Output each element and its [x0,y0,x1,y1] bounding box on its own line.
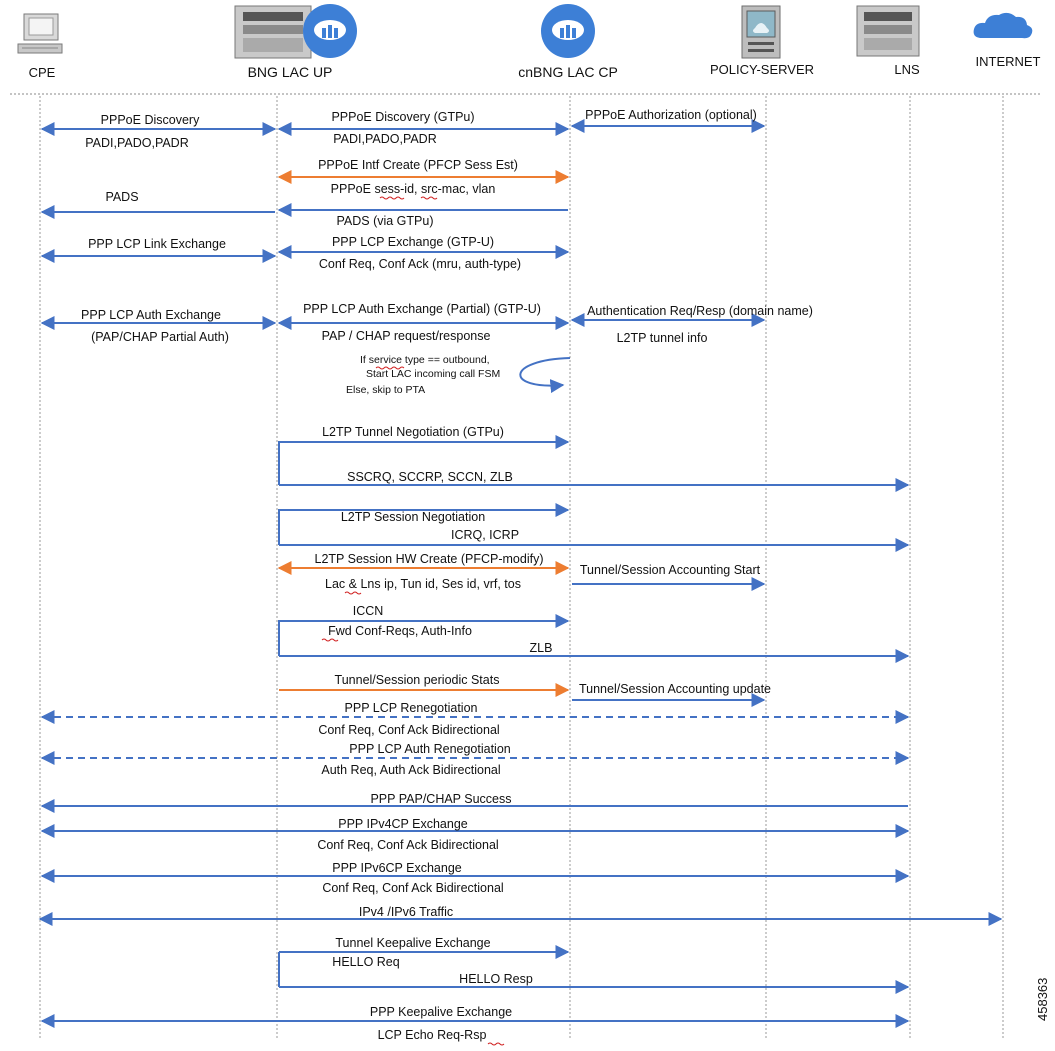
msg-hello-resp-label: HELLO Resp [459,972,533,986]
msg-lcp-auth-exchange-sublabel: (PAP/CHAP Partial Auth) [91,330,229,344]
msg-accounting-update-label: Tunnel/Session Accounting update [579,682,771,696]
msg-pppoe-intf-create-sublabel: PPPoE sess-id, src-mac, vlan [331,182,496,196]
msg-lcp-exchange-gtpu-sublabel: Conf Req, Conf Ack (mru, auth-type) [319,257,521,271]
msg-lcp-auth-renegotiation-sublabel: Auth Req, Auth Ack Bidirectional [321,763,500,777]
msg-lcp-renegotiation-sublabel: Conf Req, Conf Ack Bidirectional [318,723,499,737]
actor-label-internet: INTERNET [976,54,1041,69]
actor-label-policy: POLICY-SERVER [710,62,814,77]
msg-iccn-sublabel: Fwd Conf-Reqs, Auth-Info [328,624,472,638]
msg-ipv6cp-label: PPP IPv6CP Exchange [332,861,462,875]
msg-l2tp-tunnel-negotiation-label: L2TP Tunnel Negotiation (GTPu) [322,425,504,439]
msg-pppoe-discovery-gtpu-sublabel: PADI,PADO,PADR [333,132,437,146]
computer-icon [17,13,63,54]
msg-lcp-auth-exchange-label: PPP LCP Auth Exchange [81,308,221,322]
msg-zlb-label: ZLB [530,641,553,655]
msg-ipv4cp-sublabel: Conf Req, Conf Ack Bidirectional [317,838,498,852]
msg-l2tp-session-hw-create-label: L2TP Session HW Create (PFCP-modify) [315,552,544,566]
msg-lcp-auth-partial-sublabel: PAP / CHAP request/response [322,329,491,343]
internet-cloud-icon [973,12,1033,39]
msg-pppoe-discovery-sublabel: PADI,PADO,PADR [85,136,189,150]
msg-icrq-label: ICRQ, ICRP [451,528,519,542]
self-note-line-1: If service type == outbound, [360,354,490,366]
router-cloud-icon [234,4,357,59]
actor-label-lns: LNS [894,62,920,77]
actor-label-cpe: CPE [29,65,56,80]
msg-lcp-auth-renegotiation-label: PPP LCP Auth Renegotiation [349,742,511,756]
self-note-line-3: Else, skip to PTA [346,384,425,396]
msg-sscrq-label: SSCRQ, SCCRP, SCCN, ZLB [347,470,513,484]
msg-lcp-link-exchange-label: PPP LCP Link Exchange [88,237,226,251]
msg-pppoe-intf-create-label: PPPoE Intf Create (PFCP Sess Est) [318,158,518,172]
msg-periodic-stats-label: Tunnel/Session periodic Stats [335,673,500,687]
msg-ipv4cp-label: PPP IPv4CP Exchange [338,817,468,831]
msg-tunnel-keepalive-sublabel: HELLO Req [332,955,399,969]
msg-accounting-start-label: Tunnel/Session Accounting Start [580,563,761,577]
msg-ipv6cp-sublabel: Conf Req, Conf Ack Bidirectional [322,881,503,895]
msg-authentication-sublabel: L2TP tunnel info [617,331,708,345]
msg-pppoe-discovery-label: PPPoE Discovery [101,113,200,127]
msg-authentication-label: Authentication Req/Resp (domain name) [587,304,813,318]
msg-lcp-renegotiation-label: PPP LCP Renegotiation [345,701,478,715]
actor-label-cp: cnBNG LAC CP [518,64,618,80]
msg-lcp-auth-partial-label: PPP LCP Auth Exchange (Partial) (GTP-U) [303,302,541,316]
msg-lcp-exchange-gtpu-label: PPP LCP Exchange (GTP-U) [332,235,494,249]
self-note-line-2: Start LAC incoming call FSM [366,368,500,380]
actor-label-up: BNG LAC UP [248,64,333,80]
msg-ppp-keepalive-sublabel: LCP Echo Req-Rsp [378,1028,487,1042]
msg-pppoe-authorization-label: PPPoE Authorization (optional) [585,108,757,122]
server-icon [741,5,781,59]
msg-pads-label: PADS [105,190,138,204]
msg-pppoe-discovery-gtpu-label: PPPoE Discovery (GTPu) [331,110,474,124]
msg-pap-chap-success-label: PPP PAP/CHAP Success [370,792,511,806]
router-icon [856,5,920,57]
msg-tunnel-keepalive-label: Tunnel Keepalive Exchange [335,936,490,950]
cloud-icon [541,4,595,58]
lifelines [39,96,1004,1040]
msg-pads-gtpu-label: PADS (via GTPu) [336,214,433,228]
msg-l2tp-session-hw-create-sublabel: Lac & Lns ip, Tun id, Ses id, vrf, tos [325,577,521,591]
msg-ppp-keepalive-label: PPP Keepalive Exchange [370,1005,512,1019]
spellcheck-squiggles [321,196,505,1046]
figure-id: 458363 [1035,978,1050,1021]
msg-iccn-label: ICCN [353,604,384,618]
self-message-arrow [519,357,571,394]
msg-ip-traffic-label: IPv4 /IPv6 Traffic [359,905,453,919]
msg-l2tp-session-negotiation-label: L2TP Session Negotiation [341,510,485,524]
